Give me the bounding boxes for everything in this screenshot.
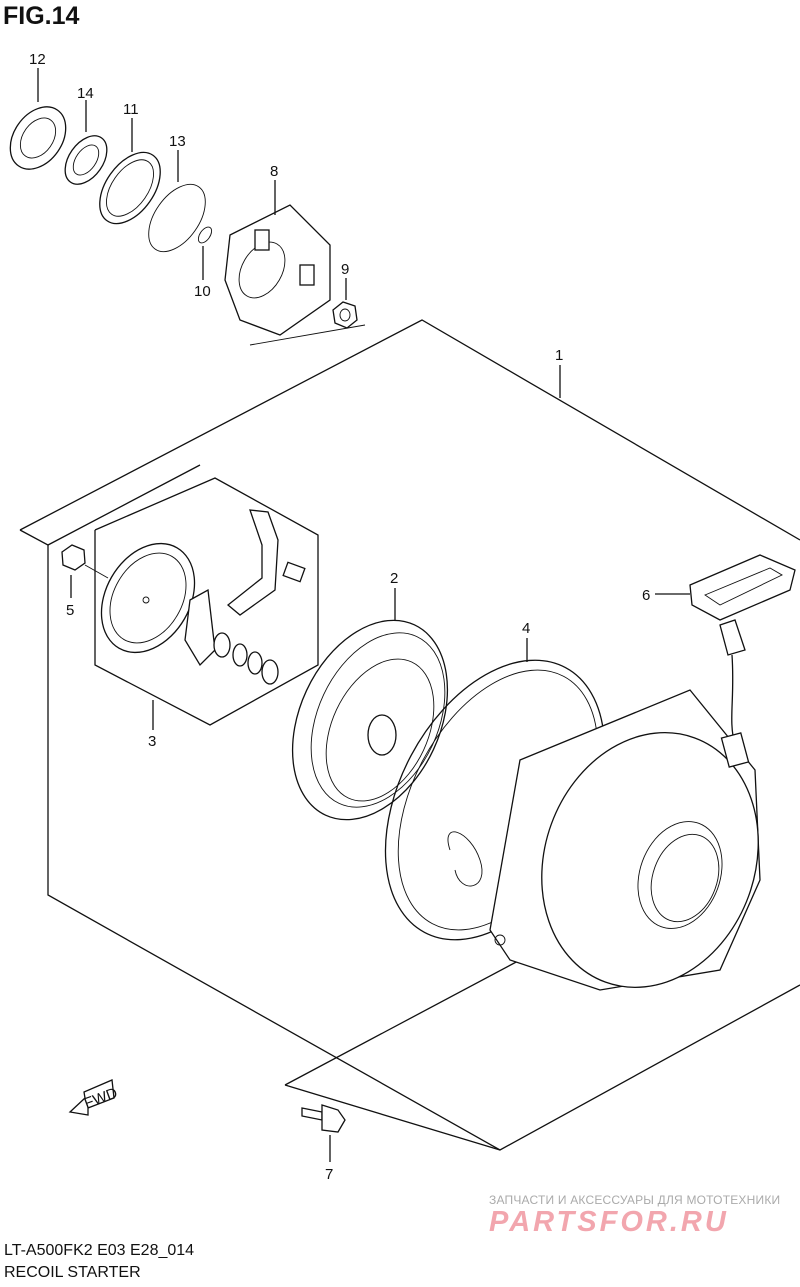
o-ring-13 [148,150,206,253]
assembly-box-outline [19,319,800,1151]
callout-6: 6 [642,587,650,604]
callout-11: 11 [123,101,139,118]
reel-2 [291,588,449,821]
figure-title: FIG.14 [3,2,80,30]
callout-1: 1 [555,347,563,364]
watermark-tagline: ЗАПЧАСТИ И АКСЕССУАРЫ ДЛЯ МОТОТЕХНИКИ [489,1193,781,1207]
bolt-5 [61,544,109,598]
callout-8: 8 [270,163,278,180]
callout-5: 5 [66,602,74,619]
callout-3: 3 [148,733,156,750]
nut-9 [332,278,358,329]
model-code: LT-A500FK2 E03 E28_014 [4,1242,195,1259]
callout-4: 4 [522,620,530,637]
ring-11 [99,118,161,225]
bearing-12 [9,68,67,170]
o-ring-10 [197,226,213,280]
spring-parts [213,632,279,685]
callout-13: 13 [169,133,186,150]
oil-seal-14 [64,100,108,185]
plate [100,542,196,654]
guide [184,588,216,667]
starter-case [489,689,761,991]
callout-14: 14 [77,85,94,102]
ratchet [226,509,279,616]
watermark-brand: PARTSFOR.RU [489,1206,729,1238]
drive-pulley-8 [224,180,331,336]
bolt-7 [301,1104,346,1162]
callout-7: 7 [325,1166,333,1183]
fwd-arrow-icon: FWD [68,1079,120,1116]
figure-name: RECOIL STARTER [4,1264,141,1281]
callout-9: 9 [341,261,349,278]
fwd-label: FWD [82,1085,120,1113]
callout-10: 10 [194,283,211,300]
starter-handle-6 [655,554,796,768]
callout-2: 2 [390,570,398,587]
subassembly-box [94,477,319,726]
callout-12: 12 [29,51,46,68]
pin [282,561,306,583]
